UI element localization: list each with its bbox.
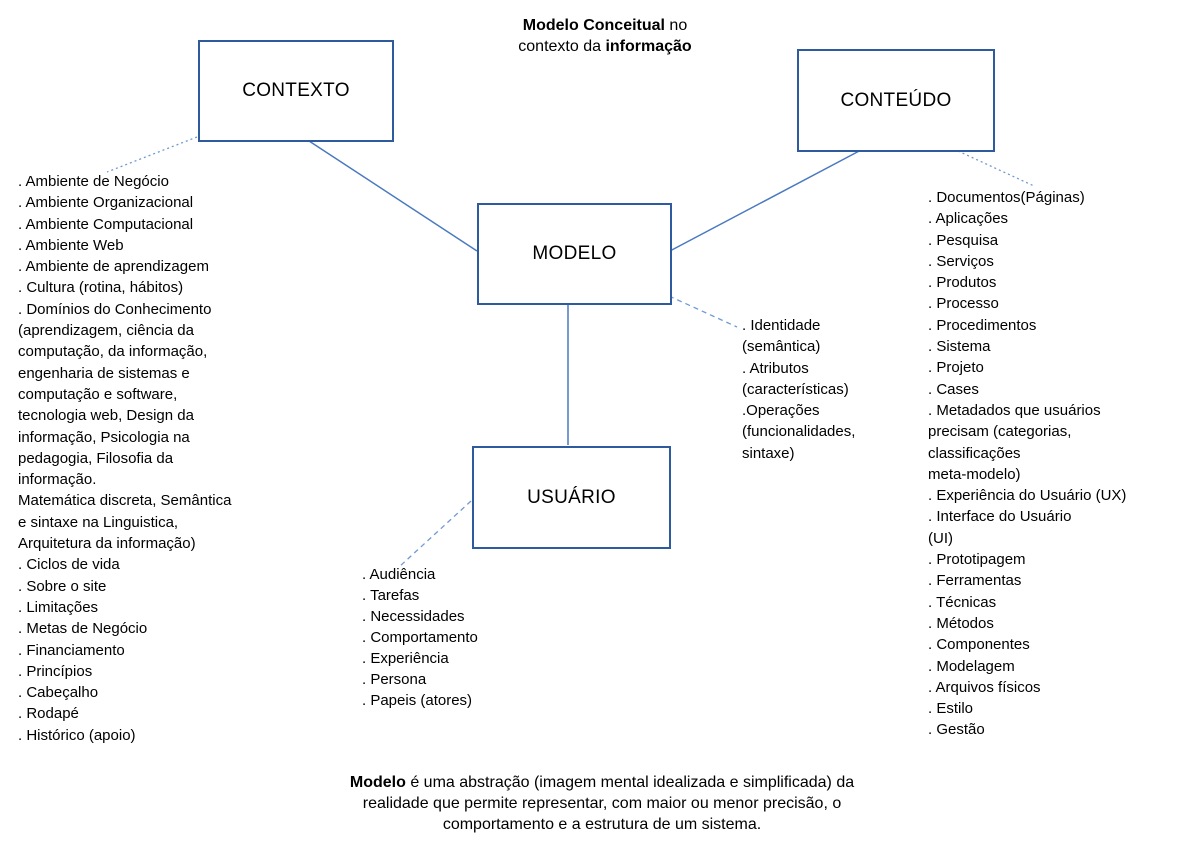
- modelo-box-label: MODELO: [532, 243, 617, 264]
- context-list: . Ambiente de Negócio . Ambiente Organiz…: [18, 173, 232, 744]
- modelo-box: MODELO: [477, 203, 672, 305]
- conteudo-box-label: CONTEÚDO: [840, 89, 952, 111]
- title-bold-text: Modelo Conceitual: [522, 17, 665, 34]
- model-annotation-list: . Identidade (semântica) . Atributos (ca…: [742, 317, 856, 462]
- footer-bold-text: Modelo: [349, 774, 406, 791]
- title-regular-text-2: contexto da: [518, 38, 606, 55]
- footer-definition: Modelo é uma abstração (imagem mental id…: [249, 772, 955, 835]
- title-line-2: contexto da informação: [425, 36, 785, 57]
- connector-usuario-to-user-list: [398, 500, 472, 568]
- footer-line-2: realidade que permite representar, com m…: [362, 795, 842, 812]
- title-bold-text-2: informação: [605, 38, 692, 55]
- title-line-1: Modelo Conceitual no: [425, 15, 785, 36]
- contexto-box-label: CONTEXTO: [242, 80, 350, 101]
- connector-contexto-to-context-list: [106, 136, 198, 173]
- footer-line-1: é uma abstração (imagem mental idealizad…: [405, 774, 855, 791]
- connector-contexto-to-modelo: [305, 138, 478, 252]
- content-list: . Documentos(Páginas) . Aplicações . Pes…: [928, 189, 1127, 739]
- connector-conteudo-to-content-list: [957, 150, 1035, 187]
- connector-modelo-to-annotation: [668, 295, 738, 328]
- footer-line-3: comportamento e a estrutura de um sistem…: [442, 816, 762, 833]
- conteudo-box: CONTEÚDO: [797, 49, 995, 152]
- title-regular-text: no: [664, 17, 688, 34]
- usuario-box-label: USUÁRIO: [527, 486, 616, 508]
- contexto-box: CONTEXTO: [198, 40, 394, 142]
- usuario-box: USUÁRIO: [472, 446, 671, 549]
- diagram-title: Modelo Conceitual no contexto da informa…: [425, 15, 785, 57]
- connector-conteudo-to-modelo: [667, 148, 864, 253]
- user-list: . Audiência . Tarefas . Necessidades . C…: [362, 566, 478, 709]
